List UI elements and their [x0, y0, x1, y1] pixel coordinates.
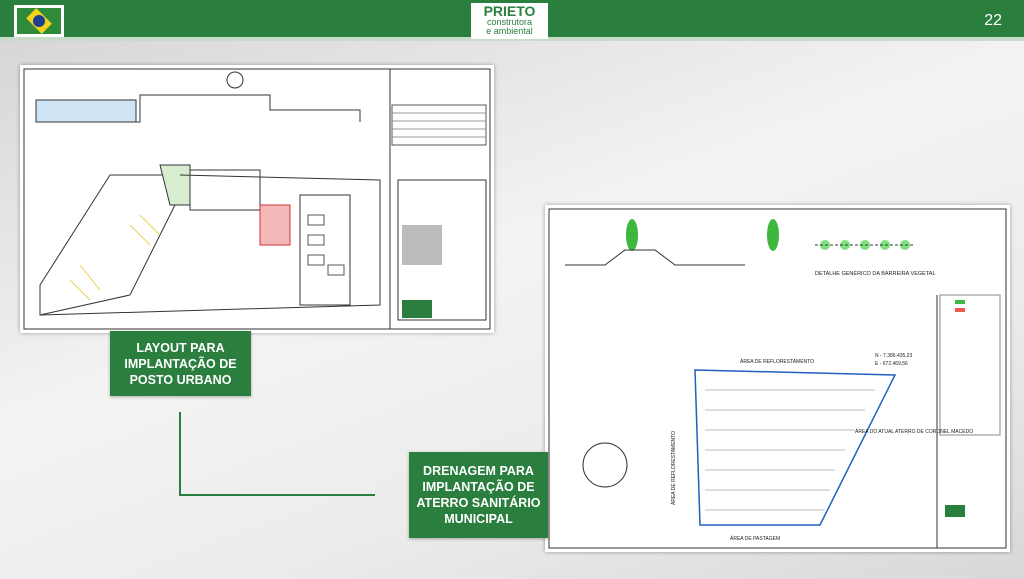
- label-aterro-sanitario: DRENAGEM PARA IMPLANTAÇÃO DE ATERRO SANI…: [409, 452, 548, 538]
- connector-line-vertical: [179, 412, 181, 496]
- logo-subtitle-2: e ambiental: [486, 26, 533, 36]
- brazil-flag-icon: [14, 5, 64, 37]
- label-line: LAYOUT PARA: [136, 340, 225, 355]
- slide-header: PRIETO construtora e ambiental 22: [0, 0, 1024, 41]
- label-posto-urbano: LAYOUT PARA IMPLANTAÇÃO DE POSTO URBANO: [110, 331, 251, 396]
- label-line: DRENAGEM PARA: [423, 464, 534, 478]
- aterro-sanitario-drawing: DETALHE GENÉRICO DA BARREIRA VEGETAL ÁRE…: [545, 205, 1010, 552]
- page-number: 22: [984, 12, 1002, 29]
- area-top-label: ÁREA DE REFLORESTAMENTO: [740, 358, 814, 365]
- label-line: IMPLANTAÇÃO DE: [124, 356, 237, 371]
- connector-line-horizontal: [179, 494, 375, 496]
- label-line: POSTO URBANO: [129, 372, 232, 387]
- label-line: IMPLANTAÇÃO DE: [422, 480, 535, 494]
- area-left-label: ÁREA DE REFLORESTAMENTO: [670, 431, 677, 505]
- coord-n: N - 7.386.435,23: [875, 353, 912, 359]
- label-line: MUNICIPAL: [444, 512, 513, 526]
- logo-subtitle-1: construtora: [486, 17, 533, 27]
- posto-blueprint: [23, 68, 491, 330]
- area-bottom-label: ÁREA DE PASTAGEM: [730, 535, 780, 542]
- logo-title: PRIETO: [483, 3, 536, 19]
- aterro-blueprint: DETALHE GENÉRICO DA BARREIRA VEGETAL ÁRE…: [548, 208, 1007, 549]
- coord-e: E - 672.469,56: [875, 361, 908, 367]
- label-line: ATERRO SANITÁRIO: [416, 496, 541, 510]
- area-right-label: ÁREA DO ATUAL ATERRO DE CORONEL MACEDO: [855, 428, 973, 435]
- prieto-logo: PRIETO construtora e ambiental: [471, 3, 548, 39]
- barrier-detail-title: DETALHE GENÉRICO DA BARREIRA VEGETAL: [815, 270, 936, 277]
- posto-urbano-drawing: [20, 65, 494, 333]
